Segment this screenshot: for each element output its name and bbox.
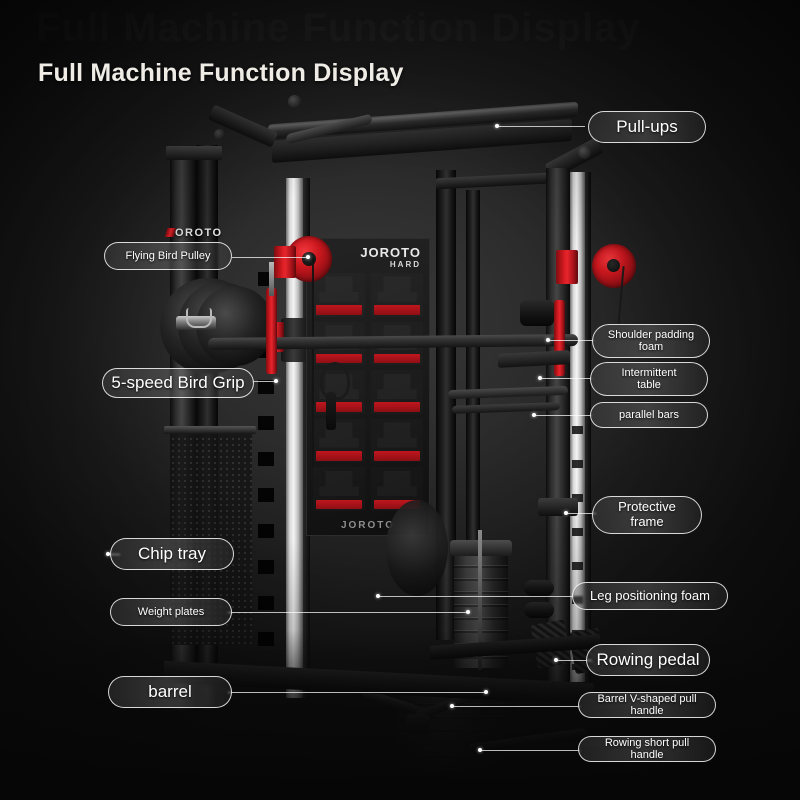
leader-line-weight-plates xyxy=(228,612,468,613)
callout-intermittent-table[interactable]: Intermittent table xyxy=(590,362,708,396)
leader-line-rowing-short-handle xyxy=(480,750,580,751)
leader-line-rowing-pedal xyxy=(556,660,592,661)
leader-line-barrel xyxy=(228,692,486,693)
callout-5-speed-bird-grip[interactable]: 5-speed Bird Grip xyxy=(102,368,254,398)
callout-rowing-short-pull-handle[interactable]: Rowing short pull handle xyxy=(578,736,716,762)
leader-dot-shoulder-padding xyxy=(546,338,550,342)
callout-leg-positioning-foam[interactable]: Leg positioning foam xyxy=(572,582,728,610)
callout-chip-tray[interactable]: Chip tray xyxy=(110,538,234,570)
callout-parallel-bars[interactable]: parallel bars xyxy=(590,402,708,428)
callout-barrel[interactable]: barrel xyxy=(108,676,232,708)
leader-line-5-speed-bird-grip xyxy=(252,381,276,382)
callout-rowing-pedal[interactable]: Rowing pedal xyxy=(586,644,710,676)
leader-dot-5-speed-bird-grip xyxy=(274,379,278,383)
callout-protective-frame[interactable]: Protective frame xyxy=(592,496,702,534)
callout-weight-plates[interactable]: Weight plates xyxy=(110,598,232,626)
leader-dot-rowing-pedal xyxy=(554,658,558,662)
leader-line-shoulder-padding xyxy=(548,340,594,341)
leader-line-pull-ups xyxy=(497,126,585,127)
leader-dot-barrel xyxy=(484,690,488,694)
leader-dot-intermittent-table xyxy=(538,376,542,380)
callout-flying-bird-pulley[interactable]: Flying Bird Pulley xyxy=(104,242,232,270)
leader-line-flying-bird-pulley xyxy=(232,257,308,258)
leader-line-leg-positioning-foam xyxy=(378,596,574,597)
leader-dot-weight-plates xyxy=(466,610,470,614)
leader-dot-pull-ups xyxy=(495,124,499,128)
leader-dot-leg-positioning-foam xyxy=(376,594,380,598)
leader-dot-flying-bird-pulley xyxy=(306,255,310,259)
leader-line-barrel-v-handle xyxy=(452,706,580,707)
leader-dot-protective-frame xyxy=(564,511,568,515)
callout-pull-ups[interactable]: Pull-ups xyxy=(588,111,706,143)
callout-barrel-v-shaped-pull-handle[interactable]: Barrel V-shaped pull handle xyxy=(578,692,716,718)
leader-dot-parallel-bars xyxy=(532,413,536,417)
leader-dot-chip-tray xyxy=(106,552,110,556)
leader-dot-barrel-v-handle xyxy=(450,704,454,708)
leader-dot-rowing-short-handle xyxy=(478,748,482,752)
leader-line-intermittent-table xyxy=(540,378,592,379)
callout-shoulder-padding-foam[interactable]: Shoulder padding foam xyxy=(592,324,710,358)
leader-line-protective-frame xyxy=(566,513,596,514)
page-title: Full Machine Function Display xyxy=(38,58,404,87)
leader-line-parallel-bars xyxy=(534,415,592,416)
